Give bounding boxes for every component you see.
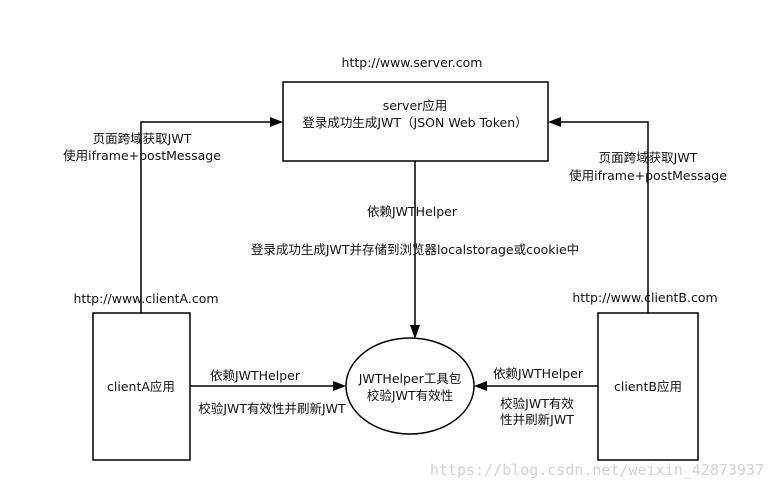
arrowhead-server-to-helper <box>410 325 420 339</box>
arrowhead-clientA-to-helper <box>333 381 346 391</box>
jwthelper-title: JWTHelper工具包 <box>358 371 462 386</box>
clientA-url-label: http://www.clientA.com <box>73 291 218 306</box>
edge-server-helper-label-1: 依赖JWTHelper <box>367 204 458 219</box>
edge-server-helper-label-2: 登录成功生成JWT并存储到浏览器localstorage或cookie中 <box>251 242 579 257</box>
server-url-label: http://www.server.com <box>342 55 483 70</box>
server-app-subtitle: 登录成功生成JWT（JSON Web Token） <box>302 115 527 130</box>
server-app-title: server应用 <box>383 98 448 113</box>
edge-clientB-helper-label-1: 依赖JWTHelper <box>493 366 584 381</box>
edge-clientA-helper-label-2: 校验JWT有效性并刷新JWT <box>198 401 346 416</box>
edge-clientB-helper-label-3: 性并刷新JWT <box>500 412 574 427</box>
server-app-box <box>282 81 549 162</box>
arrowhead-clientA-to-server <box>270 117 283 127</box>
arrowhead-clientB-to-helper <box>474 381 487 391</box>
jwthelper-ellipse <box>345 337 475 435</box>
watermark-text: https://blog.csdn.net/weixin_42873937 <box>430 461 764 479</box>
edge-clientB-to-server <box>559 121 649 313</box>
clientB-app-label: clientB应用 <box>614 379 682 394</box>
edge-clientB-server-label-1: 页面跨域获取JWT <box>599 150 698 165</box>
edge-clientB-helper-label-2: 校验JWT有效 <box>500 396 574 411</box>
edge-clientA-server-label-2: 使用iframe+postMessage <box>63 148 221 163</box>
edge-clientA-to-server <box>140 121 272 313</box>
edge-clientA-helper-label-1: 依赖JWTHelper <box>210 368 301 383</box>
edge-clientB-server-label-2: 使用iframe+postMessage <box>569 168 727 183</box>
edge-clientA-server-label-1: 页面跨域获取JWT <box>93 131 192 146</box>
arrowhead-clientB-to-server <box>548 117 561 127</box>
clientB-url-label: http://www.clientB.com <box>572 290 717 305</box>
jwthelper-subtitle: 校验JWT有效性 <box>367 388 453 403</box>
clientA-app-box <box>92 312 191 461</box>
clientA-app-label: clientA应用 <box>107 379 175 394</box>
